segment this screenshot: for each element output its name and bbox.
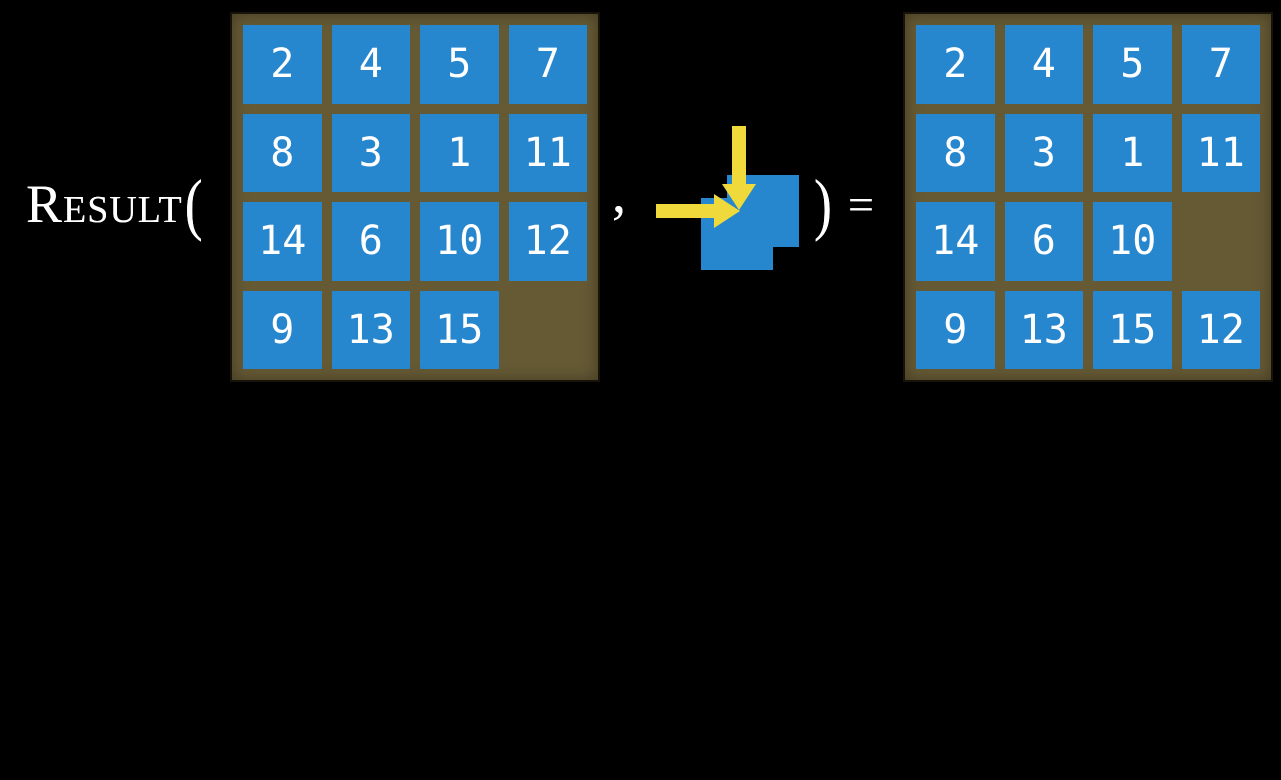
close-paren: ): [814, 165, 832, 243]
puzzle-tile: 5: [420, 25, 499, 104]
puzzle-tile: 11: [1181, 113, 1260, 192]
close-paren: ): [814, 165, 832, 243]
puzzle-tile: 9: [916, 290, 995, 369]
function-call-label: Result(: [26, 158, 203, 250]
puzzle-tile: 3: [1004, 113, 1083, 192]
puzzle-tile: 6: [331, 202, 410, 281]
puzzle-tile: 7: [508, 25, 587, 104]
puzzle-tile: 6: [1004, 202, 1083, 281]
down-arrow-icon: [722, 126, 756, 210]
puzzle-tile: 10: [420, 202, 499, 281]
puzzle-tile: 5: [1093, 25, 1172, 104]
puzzle-tile: 3: [331, 113, 410, 192]
empty-cell: [1182, 202, 1261, 281]
puzzle-tile: 11: [508, 113, 587, 192]
puzzle-tile: 13: [1004, 290, 1083, 369]
equals-sign: =: [847, 178, 874, 230]
puzzle-tile: 12: [1181, 290, 1260, 369]
result-function-name: Result: [26, 174, 183, 234]
puzzle-tile: 2: [243, 25, 322, 104]
puzzle-tile: 14: [916, 202, 995, 281]
equals-sign: =: [847, 178, 874, 230]
puzzle-tile: 9: [243, 290, 322, 369]
puzzle-tile: 4: [331, 25, 410, 104]
right-arrow-icon: [656, 194, 740, 228]
puzzle-tile: 7: [1181, 25, 1260, 104]
close-paren-equals: ) =: [814, 158, 874, 250]
empty-cell: [509, 291, 588, 370]
close-paren-equals: ) =: [814, 158, 874, 250]
open-paren: (: [184, 165, 203, 243]
puzzle-tile: 13: [331, 290, 410, 369]
open-paren: (: [184, 165, 203, 243]
comma-separator: ,: [612, 163, 626, 225]
puzzle-tile: 8: [243, 113, 322, 192]
puzzle-tile: 15: [1093, 290, 1172, 369]
puzzle-tile: 8: [916, 113, 995, 192]
puzzle-tile: 10: [1093, 202, 1172, 281]
puzzle-tile: 1: [420, 113, 499, 192]
function-call-label: Result(: [26, 158, 203, 250]
puzzle-tile: 2: [916, 25, 995, 104]
puzzle-tile: 1: [1093, 113, 1172, 192]
puzzle-tile: 12: [508, 202, 587, 281]
puzzle-tile: 14: [243, 202, 322, 281]
puzzle-tile: 15: [420, 290, 499, 369]
result-function-name: Result: [26, 174, 183, 234]
puzzle-tile: 4: [1004, 25, 1083, 104]
comma-separator: ,: [612, 163, 626, 225]
